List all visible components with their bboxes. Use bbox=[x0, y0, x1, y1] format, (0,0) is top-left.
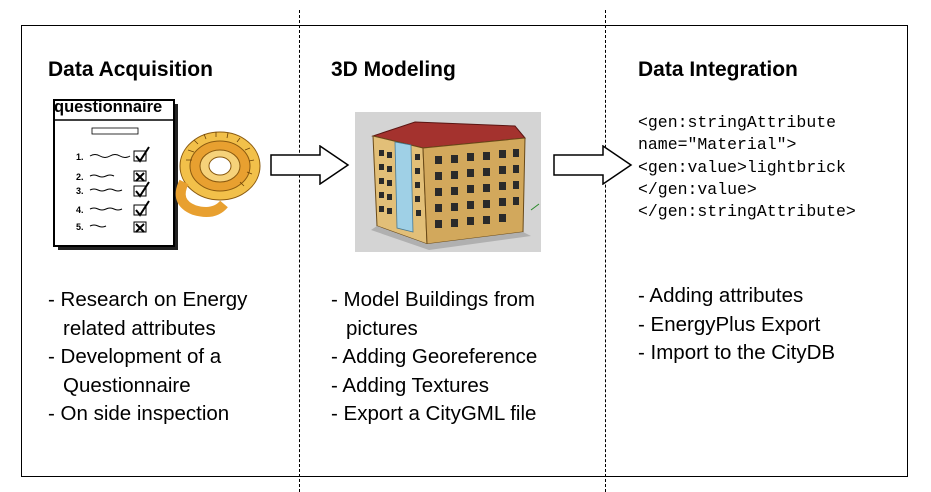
bullet-item: - Import to the CityDB bbox=[638, 341, 836, 365]
bullet-list-data-integration: - Adding attributes - EnergyPlus Export … bbox=[638, 282, 835, 368]
questionnaire-sheet-icon: 1. 2. 3. 4. 5. bbox=[53, 99, 261, 250]
arrow-right-icon-2 bbox=[553, 145, 633, 185]
code-line: name="Material"> bbox=[638, 135, 797, 155]
code-line: </gen:value> bbox=[638, 179, 757, 199]
divider-right bbox=[605, 10, 606, 492]
diagram-frame bbox=[21, 25, 908, 477]
code-line: <gen:stringAttribute bbox=[638, 113, 837, 132]
divider-left bbox=[299, 10, 300, 492]
bullet-item: - On side inspection bbox=[48, 402, 230, 426]
bullet-item: - Adding Georeference bbox=[331, 345, 538, 369]
heading-3d-modeling: 3D Modeling bbox=[331, 58, 456, 81]
bullet-item-continuation: Questionnaire bbox=[63, 373, 191, 397]
bullet-item: - Development of a bbox=[48, 345, 222, 369]
questionnaire-illustration: 1. 2. 3. 4. 5. bbox=[52, 98, 267, 250]
svg-text:2.: 2. bbox=[76, 172, 84, 182]
questionnaire-label: questionnaire bbox=[54, 98, 163, 116]
bullet-item-continuation: related attributes bbox=[63, 316, 216, 340]
bullet-item-continuation: pictures bbox=[346, 316, 418, 340]
bullet-item: - Adding attributes bbox=[638, 284, 804, 307]
svg-text:5.: 5. bbox=[76, 222, 84, 232]
bullet-item: - EnergyPlus Export bbox=[638, 312, 821, 336]
bullet-item: - Model Buildings from bbox=[331, 288, 535, 311]
building-model-illustration bbox=[355, 112, 541, 252]
svg-text:4.: 4. bbox=[76, 205, 84, 215]
svg-text:3.: 3. bbox=[76, 186, 84, 196]
svg-text:1.: 1. bbox=[76, 152, 84, 162]
code-line: </gen:stringAttribute> bbox=[638, 202, 856, 222]
citygml-code-snippet: <gen:stringAttribute name="Material"> <g… bbox=[638, 112, 856, 223]
measuring-tape-icon bbox=[175, 131, 261, 217]
building-3d-icon bbox=[355, 112, 541, 252]
code-line: <gen:value>lightbrick bbox=[638, 157, 846, 177]
heading-data-integration: Data Integration bbox=[638, 58, 798, 81]
arrow-right-icon-1 bbox=[270, 145, 350, 185]
bullet-list-3d-modeling: - Model Buildings from pictures - Adding… bbox=[331, 286, 537, 429]
bullet-item: - Research on Energy bbox=[48, 288, 248, 311]
bullet-list-data-acquisition: - Research on Energy related attributes … bbox=[48, 286, 247, 429]
bullet-item: - Adding Textures bbox=[331, 373, 490, 397]
bullet-item: - Export a CityGML file bbox=[331, 402, 537, 426]
heading-data-acquisition: Data Acquisition bbox=[48, 58, 213, 81]
